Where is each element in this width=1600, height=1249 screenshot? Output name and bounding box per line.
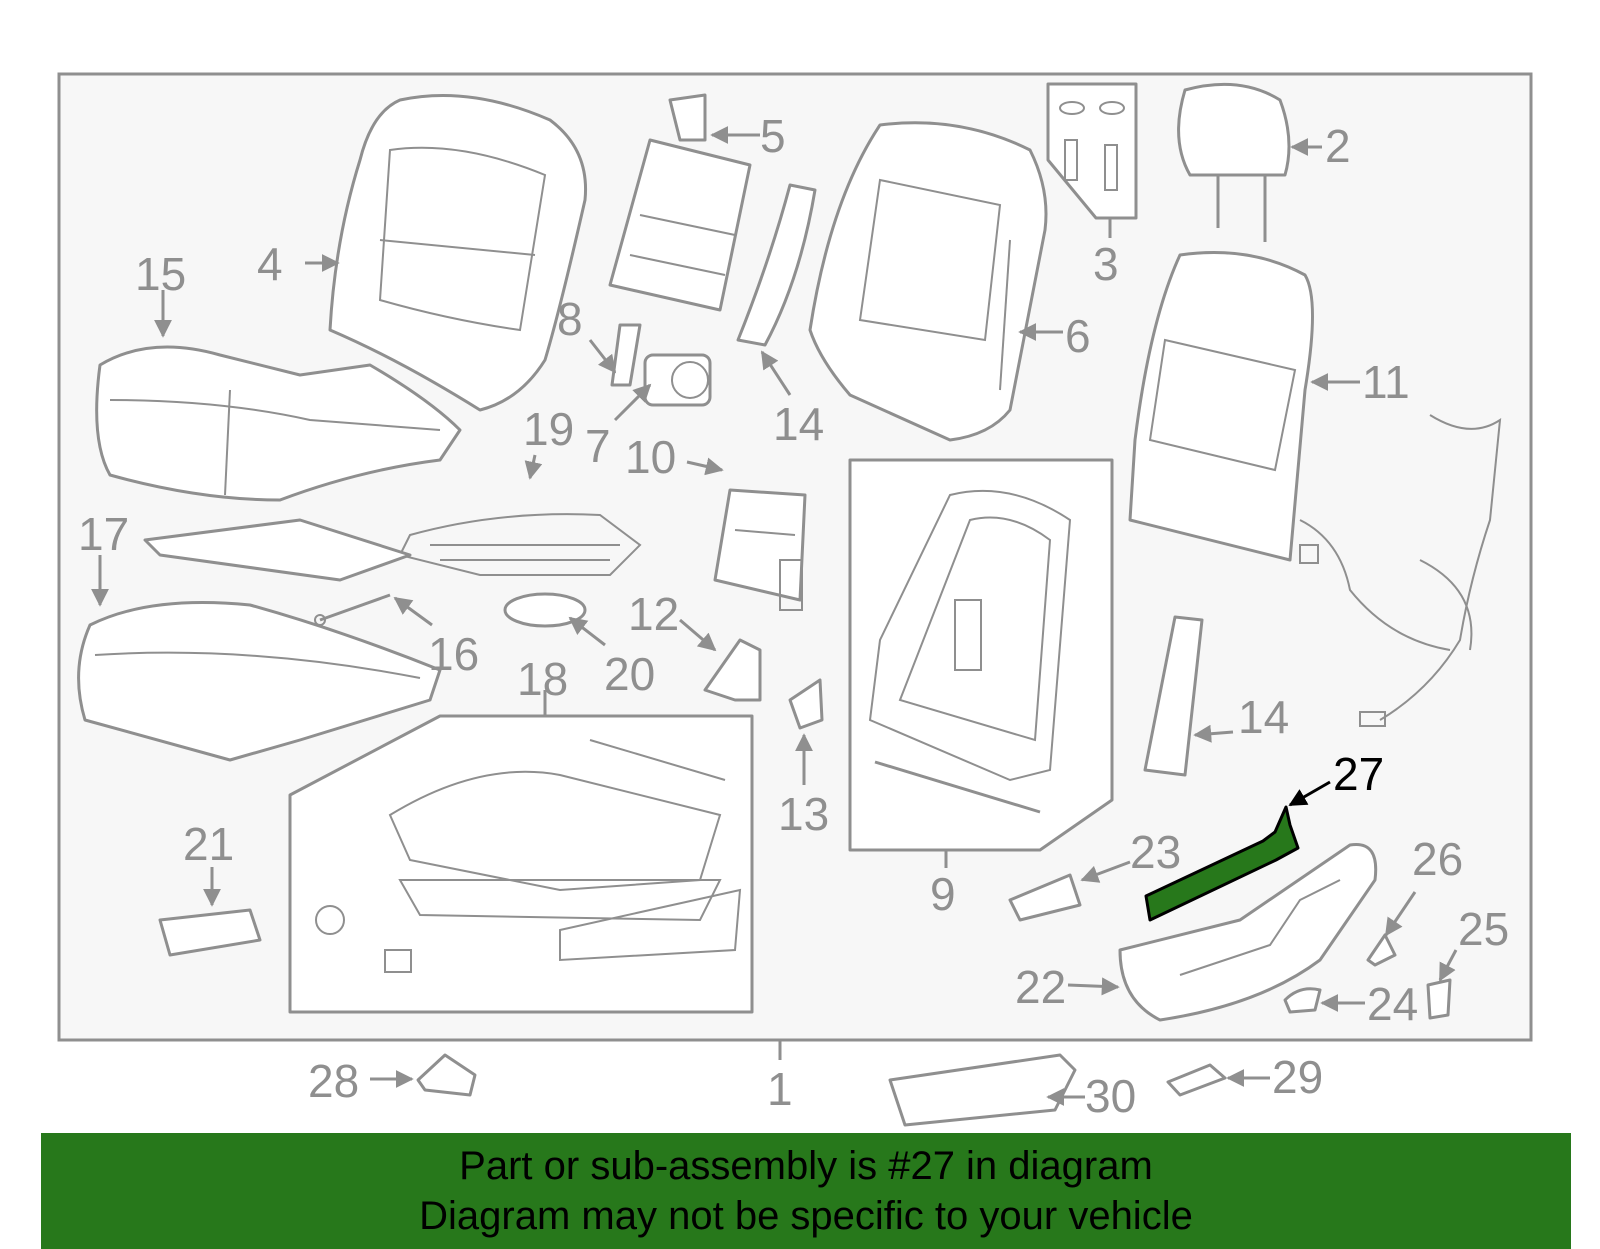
leader-lines <box>91 126 1458 1106</box>
caption-line-1: Part or sub-assembly is #27 in diagram <box>459 1144 1153 1188</box>
part-number-labels: 4 15 5 2 3 6 11 8 7 14 19 10 17 16 20 12… <box>78 110 1509 1122</box>
part-14-side-panel-lower <box>1143 615 1204 777</box>
part-18-adjuster-box <box>288 714 754 1014</box>
part-seat-cushion <box>77 601 442 762</box>
label-part-24: 24 <box>1367 978 1418 1030</box>
label-part-9: 9 <box>930 868 956 920</box>
label-part-3: 3 <box>1093 238 1119 290</box>
label-part-17: 17 <box>78 508 129 560</box>
label-part-19: 19 <box>523 403 574 455</box>
label-part-8: 8 <box>557 293 583 345</box>
label-part-15: 15 <box>135 248 186 300</box>
label-part-26: 26 <box>1412 833 1463 885</box>
part-20 <box>503 592 587 628</box>
label-part-28: 28 <box>308 1055 359 1107</box>
part-9-seatback-frame-box <box>848 458 1114 852</box>
part-11-back-panel <box>1128 251 1314 562</box>
caption-banner: Part or sub-assembly is #27 in diagram D… <box>41 1133 1571 1249</box>
part-29 <box>1166 1063 1227 1097</box>
label-part-5: 5 <box>760 110 786 162</box>
part-22-side-shield <box>1118 842 1378 1022</box>
part-23 <box>1008 873 1082 922</box>
caption-line-2: Diagram may not be specific to your vehi… <box>419 1194 1193 1238</box>
part-19-spring <box>398 513 642 576</box>
part-6-seatback-pad <box>808 121 1048 442</box>
part-25 <box>1426 978 1452 1020</box>
part-21-module <box>158 908 262 957</box>
label-part-2: 2 <box>1325 120 1351 172</box>
label-part-22: 22 <box>1015 961 1066 1013</box>
part-28 <box>416 1053 477 1097</box>
label-part-11: 11 <box>1362 356 1410 408</box>
part-4-seatback-cover <box>328 94 588 412</box>
label-part-25: 25 <box>1458 903 1509 955</box>
label-part-16: 16 <box>428 628 479 680</box>
part-27-highlighted[interactable] <box>1144 805 1300 922</box>
label-part-10: 10 <box>625 431 676 483</box>
label-part-14-upper: 14 <box>773 398 824 450</box>
seat-parts-diagram: 4 15 5 2 3 6 11 8 7 14 19 10 17 16 20 12… <box>57 72 1533 1127</box>
label-part-27[interactable]: 27 <box>1333 748 1384 800</box>
label-part-18: 18 <box>517 653 568 705</box>
label-part-20: 20 <box>604 648 655 700</box>
part-10-recliner <box>713 488 807 611</box>
part-12 <box>703 638 762 702</box>
label-part-1: 1 <box>767 1063 793 1115</box>
label-part-4: 4 <box>257 238 283 290</box>
label-part-29: 29 <box>1272 1051 1323 1103</box>
part-17-cushion-pad <box>143 518 412 582</box>
part-7-motor <box>643 353 712 407</box>
label-part-30: 30 <box>1085 1070 1136 1122</box>
label-part-7: 7 <box>585 420 611 472</box>
part-26 <box>1366 933 1397 967</box>
part-14-side-panel-upper <box>736 183 817 347</box>
part-24 <box>1283 987 1322 1014</box>
part-15-cushion-cover <box>95 345 462 502</box>
label-part-12: 12 <box>628 588 679 640</box>
part-wiring-harness <box>1299 414 1502 727</box>
label-part-13: 13 <box>778 788 829 840</box>
part-3-hardware <box>1046 82 1138 220</box>
label-part-21: 21 <box>183 818 234 870</box>
part-2-headrest <box>1177 82 1291 242</box>
part-5-lumbar <box>608 93 752 312</box>
label-part-23: 23 <box>1130 826 1181 878</box>
label-part-14-lower: 14 <box>1238 691 1289 743</box>
part-13 <box>788 678 824 730</box>
part-30 <box>888 1053 1077 1127</box>
label-part-6: 6 <box>1065 310 1091 362</box>
